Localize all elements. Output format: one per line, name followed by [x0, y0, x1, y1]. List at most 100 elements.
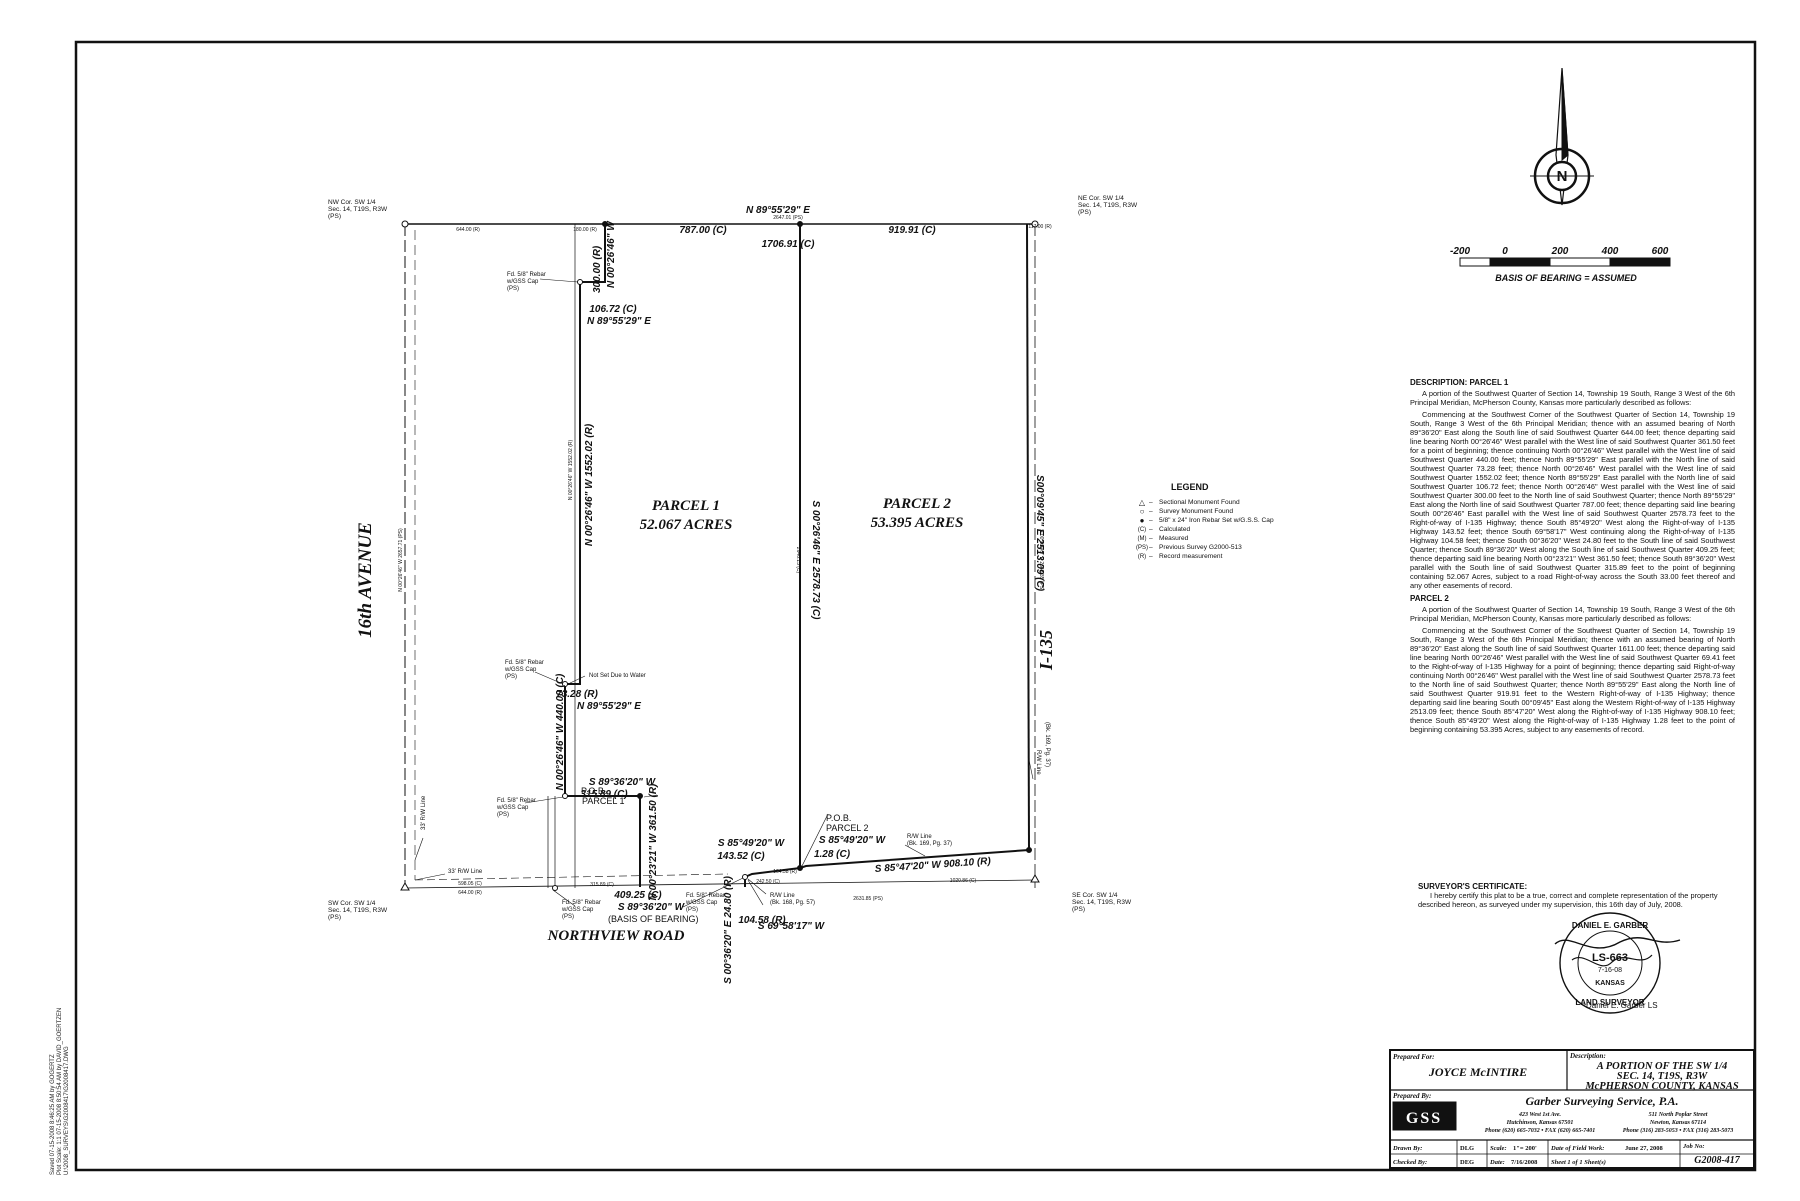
legend-row: △–Sectional Monument Found [1135, 498, 1320, 507]
tb-desc-line2: SEC. 14, T19S, R3W [1617, 1071, 1708, 1082]
dim-label: 919.91 (C) [888, 225, 936, 236]
rw-line-south: R/W Line [770, 893, 795, 899]
dim-label: 787.00 (C) [679, 225, 727, 236]
monument-se [1030, 873, 1040, 883]
monument-ne [1031, 220, 1039, 228]
tb-job: G2008-417 [1694, 1155, 1741, 1166]
seal-state: KANSAS [1595, 980, 1625, 987]
corner-se-1: SE Cor. SW 1/4 [1072, 892, 1118, 899]
north-arrow [1530, 67, 1594, 206]
scale-tick: 0 [1502, 246, 1508, 257]
tb-scale-label: Scale: [1490, 1145, 1507, 1152]
corner-se-3: (PS) [1072, 906, 1085, 913]
tb-addr2-1: 511 North Poplar Street [1649, 1112, 1708, 1118]
legend-row: (M)–Measured [1137, 535, 1189, 542]
small-dim: 2647.01 (PS) [773, 215, 803, 221]
seal-bottom: LAND SURVEYOR [1575, 998, 1644, 1007]
corner-nw-1: NW Cor. SW 1/4 [328, 199, 376, 206]
tb-field: June 27, 2008 [1625, 1145, 1663, 1152]
south-line [404, 879, 1036, 889]
scale-bar [1459, 257, 1671, 267]
north-arrow-letter: N [1557, 168, 1568, 185]
surveyor-seal [1554, 912, 1681, 1014]
rw-33-south: 33' R/W Line [448, 869, 483, 875]
dim-label: N 00°26'46" W [606, 220, 617, 288]
rw-line-south-ref: (Bk. 168, Pg. 57) [770, 900, 815, 906]
scale-tick: -200 [1450, 246, 1470, 257]
legend-row: (C)–Calculated [1137, 526, 1191, 533]
pob-parcel1-b: PARCEL 1 [582, 796, 625, 806]
boundary-lines [404, 223, 1036, 889]
dim-label: S 00°36'20" E 24.80 (R) [723, 875, 734, 984]
sectional-monument-icon: △ [1138, 498, 1146, 507]
dim-label: 143.52 (C) [717, 851, 765, 862]
parcel1-paragraph: Commencing at the Southwest Corner of th… [1410, 410, 1735, 590]
dim-label: 315.89 (C) [580, 789, 628, 800]
dim-label: 409.25 (C) [613, 890, 662, 901]
rebar-set-2 [797, 221, 803, 227]
rw-line-east: R/W Line [1035, 750, 1041, 775]
legend-row: ○–Survey Monument Found [1135, 507, 1320, 516]
tb-field-label: Date of Field Work: [1550, 1145, 1604, 1152]
rebar-found-1 [577, 279, 583, 285]
tb-sheet: Sheet 1 of 1 Sheet(s) [1551, 1159, 1606, 1166]
corner-ne-1: NE Cor. SW 1/4 [1078, 195, 1124, 202]
parcel2-heading: PARCEL 2 [1410, 594, 1449, 603]
dim-label: S 85°49'20" W [718, 838, 786, 849]
rebar-set-1 [602, 221, 608, 227]
parcel1-heading: DESCRIPTION: PARCEL 1 [1410, 378, 1509, 387]
legend-row: (PS)–Previous Survey G2000-513 [1136, 544, 1242, 551]
rebar-found-5 [552, 885, 558, 891]
surveyors-certificate: SURVEYOR'S CERTIFICATE: I hereby certify… [1418, 882, 1718, 909]
small-dim: 315.89 (C) [590, 882, 614, 888]
scale-ticks: -200 0 200 400 600 [1450, 246, 1669, 257]
tb-description-label: Description: [1569, 1052, 1606, 1060]
dim-label: N 89°55'29" E [746, 205, 810, 216]
small-dimension-labels: 644.00 (R) 180.00 (R) 2647.01 (PS) 117.0… [398, 215, 1052, 902]
basis-of-bearing: BASIS OF BEARING = ASSUMED [1495, 273, 1637, 283]
parcel2-paragraph: A portion of the Southwest Quarter of Se… [1410, 605, 1735, 623]
small-dim: 180.00 (R) [573, 227, 597, 233]
corner-nw-2: Sec. 14, T19S, R3W [328, 206, 388, 213]
dim-label: S 69°58'17" W [758, 921, 826, 932]
parcel2-acres: 53.395 ACRES [871, 515, 964, 531]
tb-scale: 1"= 200' [1513, 1145, 1537, 1152]
misc-labels: P.O.B. PARCEL 1 P.O.B. PARCEL 2 (BASIS O… [421, 722, 1050, 924]
monuments [400, 220, 1040, 891]
basis-of-bearing-road: (BASIS OF BEARING) [608, 914, 699, 924]
small-dim: 598.05 (C) [458, 881, 482, 887]
rw-line-east-ref: (Bk. 169, Pg. 37) [1044, 722, 1050, 767]
tb-date: 7/16/2008 [1511, 1159, 1538, 1166]
scale-tick: 200 [1551, 246, 1569, 257]
seal-number: LS-663 [1592, 952, 1628, 964]
corner-sw-2: Sec. 14, T19S, R3W [328, 907, 388, 914]
corner-ne-3: (PS) [1078, 209, 1091, 216]
highway-i135: I-135 [1036, 630, 1056, 671]
dim-label: N 00°23'21" W 361.50 (R) [648, 783, 659, 900]
scale-tick: 400 [1601, 246, 1619, 257]
small-dim: 2646.13 (C) [795, 547, 801, 574]
dim-label: S 85°47'20" W 908.10 (R) [874, 856, 991, 875]
dim-label: S 89°36'20" W [589, 777, 657, 788]
rebar-found-3 [562, 793, 568, 799]
tb-prepared-for: JOYCE McINTIRE [1428, 1065, 1527, 1079]
rebar-set-5 [797, 865, 803, 871]
tb-desc-line1: A PORTION OF THE SW 1/4 [1596, 1061, 1728, 1072]
small-dim: 2631.85 (PS) [853, 896, 883, 902]
corner-nw-3: (PS) [328, 213, 341, 220]
dim-label: 106.72 (C) [589, 304, 637, 315]
dim-label: S 00°26'46" E 2578.73 (C) [810, 501, 821, 621]
parcel2-name: PARCEL 2 [883, 496, 951, 512]
rebar-set-4 [637, 793, 643, 799]
rebar-set-icon: ● [1139, 516, 1145, 525]
title-block-frame [1389, 1049, 1755, 1169]
legend-row: (R)–Record measurement [1137, 553, 1223, 560]
